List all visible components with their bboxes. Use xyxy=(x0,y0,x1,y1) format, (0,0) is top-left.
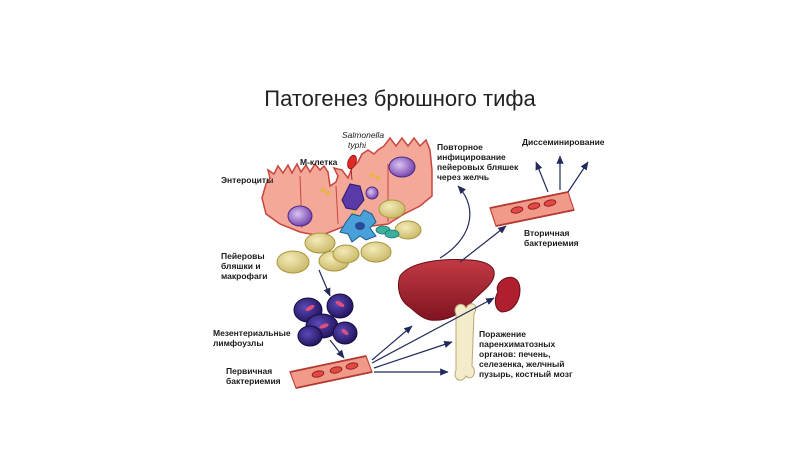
arrow-dissemination-3 xyxy=(567,161,589,193)
mesenteric-lymph-nodes xyxy=(293,293,358,347)
label-salmonella: Salmonella typhi xyxy=(342,130,385,151)
arrows xyxy=(318,155,589,376)
arrow-peyer-to-lymph xyxy=(318,269,331,297)
peyer-patches xyxy=(276,199,422,274)
enterocyte-nucleus xyxy=(287,205,313,227)
arrow-dissemination-1 xyxy=(535,161,549,193)
arrow-vessel-to-liver xyxy=(371,325,413,361)
liver xyxy=(397,259,495,321)
arrow-vessel-to-bone xyxy=(373,341,453,369)
label-peyer-patches: Пейеровы бляшки и макрофаги xyxy=(221,251,268,282)
enterocyte-nucleus xyxy=(365,186,379,200)
label-secondary-bacteremia: Вторичная бактериемия xyxy=(524,228,579,249)
arrow-vessel-to-spleen xyxy=(371,297,495,364)
salmonella-bacterium xyxy=(347,154,357,170)
secondary-vessel xyxy=(489,191,575,227)
arrow-liver-to-peyer xyxy=(439,185,471,259)
spleen xyxy=(494,276,521,313)
m-cell xyxy=(341,183,365,211)
arrow-liver-to-secondary xyxy=(459,225,507,263)
primary-vessel xyxy=(289,355,373,389)
label-mesenteric-nodes: Мезентериальные лимфоузлы xyxy=(213,328,291,349)
bone-marrow xyxy=(454,303,477,381)
arrow-lymph-to-vessel xyxy=(329,339,345,359)
diagram-title: Патогенез брюшного тифа xyxy=(264,86,536,111)
label-primary-bacteremia: Первичная бактериемия xyxy=(226,366,281,387)
label-reinfection: Повторное инфицирование пейеровых бляшек… xyxy=(437,142,519,183)
label-dissemination: Диссеминирование xyxy=(522,137,605,147)
enterocyte-nucleus xyxy=(388,156,416,178)
label-enterocytes: Энтероциты xyxy=(221,175,274,185)
label-organ-lesions: Поражение паренхиматозных органов: печен… xyxy=(479,329,573,380)
label-m-cell: М-клетка xyxy=(300,157,338,167)
